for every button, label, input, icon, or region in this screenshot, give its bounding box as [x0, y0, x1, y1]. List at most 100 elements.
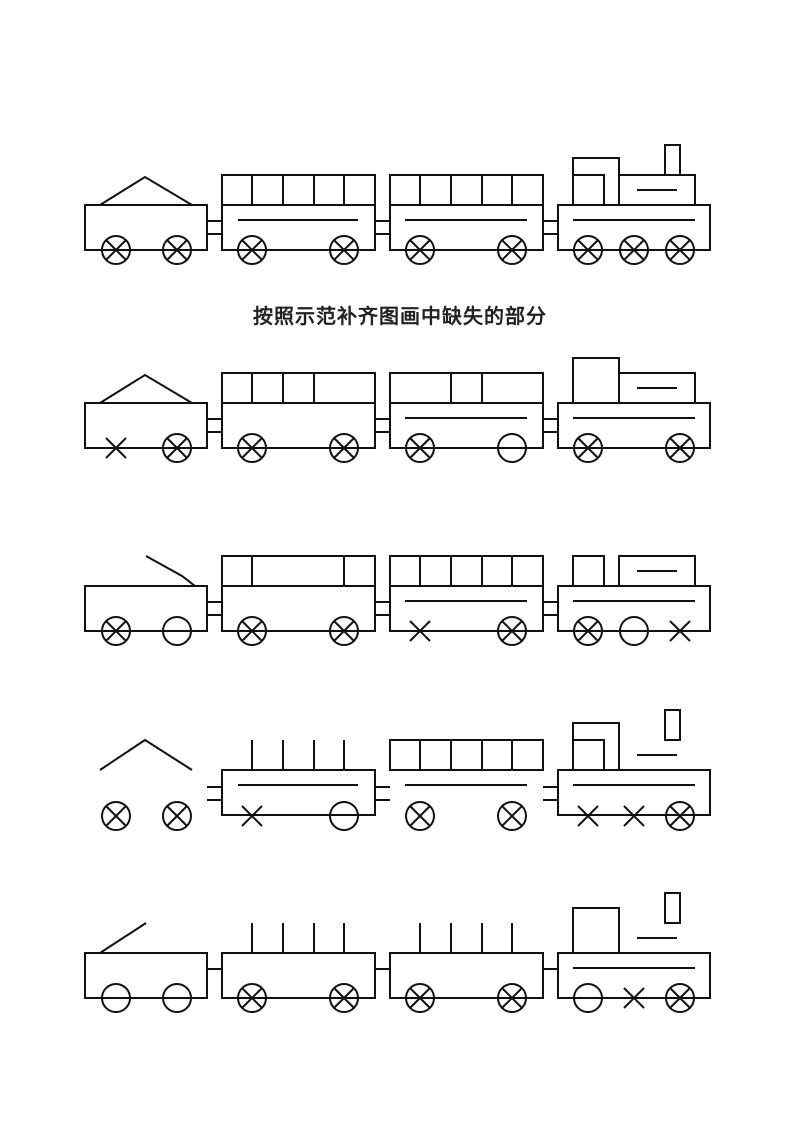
coupler [207, 786, 222, 801]
triangle-load [99, 738, 193, 771]
wheel-x-mark [623, 987, 645, 1009]
cab [572, 907, 620, 954]
example-train [84, 144, 711, 265]
locomotive [557, 892, 711, 1013]
triangle-load [99, 175, 193, 206]
coupler [543, 220, 558, 235]
cargo-wagon [84, 922, 208, 1013]
wheel-plain [619, 616, 649, 646]
wheel-plain [162, 616, 192, 646]
wagon-body [84, 402, 208, 449]
chimney [664, 709, 681, 741]
wheel-crossed [665, 235, 695, 265]
wheel-crossed [101, 235, 131, 265]
wagon-body [389, 952, 544, 999]
passenger-wagon [389, 372, 544, 463]
wheel-crossed [237, 983, 267, 1013]
wheel-crossed [619, 235, 649, 265]
wagon-body [389, 585, 544, 632]
wagon-body [389, 204, 544, 251]
window-row [221, 174, 376, 206]
window-row [389, 555, 544, 587]
exercise-train-2 [84, 555, 711, 646]
wheel-crossed [665, 433, 695, 463]
wheel-crossed [329, 433, 359, 463]
wagon-body [221, 204, 376, 251]
wheel-crossed [497, 235, 527, 265]
locomotive [557, 144, 711, 265]
wheel-crossed [162, 801, 192, 831]
cargo-wagon [84, 555, 208, 646]
wheel-crossed [573, 433, 603, 463]
wheel-plain [101, 983, 131, 1013]
chimney [664, 144, 681, 176]
cab [572, 357, 620, 404]
wagon-body [221, 585, 376, 632]
passenger-wagon [221, 555, 376, 646]
coupler [375, 601, 390, 616]
wheel-crossed [329, 616, 359, 646]
window-row [221, 372, 376, 404]
coupler [543, 601, 558, 616]
cab [572, 722, 620, 771]
wheel-crossed [497, 616, 527, 646]
cargo-wagon [84, 373, 208, 463]
wheel-crossed [665, 983, 695, 1013]
wheel-crossed [573, 616, 603, 646]
wagon-body [84, 204, 208, 251]
coupler [375, 220, 390, 235]
triangle-load [99, 373, 193, 404]
load-slope [145, 555, 196, 587]
wheel-crossed [329, 983, 359, 1013]
wagon-body [221, 402, 376, 449]
passenger-wagon [389, 739, 544, 831]
wheel-x-mark [577, 805, 599, 827]
chimney [664, 892, 681, 924]
wheel-x-mark [669, 620, 691, 642]
window-row [389, 174, 544, 206]
wheel-plain [162, 983, 192, 1013]
coupler [207, 220, 222, 235]
coupler [207, 601, 222, 616]
passenger-wagon [221, 923, 376, 1013]
wagon-body [221, 769, 376, 816]
wagon-body [84, 585, 208, 632]
wagon-body [389, 402, 544, 449]
cargo-wagon [84, 175, 208, 265]
coupler [543, 786, 558, 801]
wheel-crossed [101, 616, 131, 646]
exercise-train-3 [99, 709, 711, 831]
locomotive [557, 357, 711, 463]
wheel-x-mark [241, 805, 263, 827]
passenger-wagon [389, 923, 544, 1013]
wagon-body [221, 952, 376, 999]
passenger-wagon [389, 174, 544, 265]
wagon-body [84, 952, 208, 999]
locomotive [557, 555, 711, 646]
passenger-wagon [389, 555, 544, 646]
wheel-crossed [573, 235, 603, 265]
coupler [375, 418, 390, 433]
coupler [207, 418, 222, 433]
wheel-crossed [329, 235, 359, 265]
wheel-x-mark [409, 620, 431, 642]
cab [572, 157, 620, 206]
wheel-crossed [237, 433, 267, 463]
instruction-text: 按照示范补齐图画中缺失的部分 [253, 304, 547, 328]
wheel-crossed [405, 801, 435, 831]
loco-body [557, 402, 711, 449]
cab [572, 555, 605, 587]
wheel-crossed [162, 433, 192, 463]
wheel-crossed [497, 983, 527, 1013]
wheel-crossed [497, 801, 527, 831]
window-row [389, 372, 544, 404]
wheel-crossed [665, 801, 695, 831]
wheel-crossed [101, 801, 131, 831]
wheel-crossed [405, 235, 435, 265]
wheel-plain [573, 983, 603, 1013]
wheel-crossed [237, 235, 267, 265]
passenger-wagon [221, 174, 376, 265]
passenger-wagon [221, 372, 376, 463]
wheel-crossed [405, 983, 435, 1013]
